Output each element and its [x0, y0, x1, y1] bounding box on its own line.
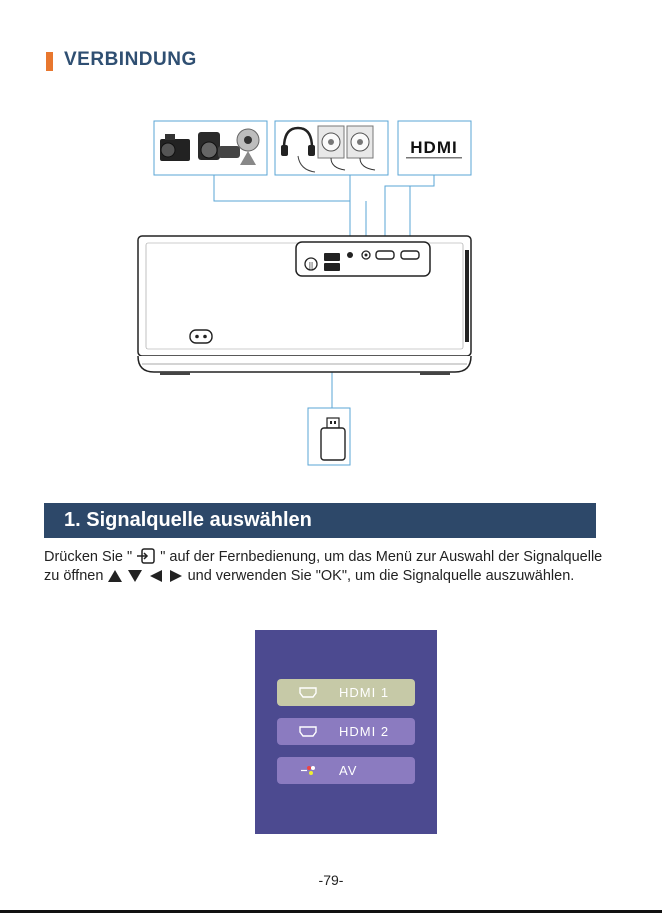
arrow-right-icon	[168, 569, 184, 583]
source-item-hdmi1[interactable]: HDMI 1	[277, 679, 415, 706]
source-label: HDMI 1	[339, 685, 389, 700]
hdmi-logo: HDMI	[398, 121, 471, 175]
arrow-up-icon	[107, 569, 123, 583]
arrow-down-icon	[127, 569, 143, 583]
section-title: 1. Signalquelle auswählen	[64, 509, 312, 532]
signal-source-menu: HDMI 1 HDMI 2 AV	[255, 630, 437, 834]
instruction-part-3: und verwenden Sie "OK", um die Signalque…	[188, 568, 575, 584]
usb-drive-icon	[308, 408, 350, 465]
hdmi-logo-text: HDMI	[410, 138, 457, 157]
source-item-av[interactable]: AV	[277, 757, 415, 784]
footer-line	[0, 910, 662, 913]
connection-diagram: HDMI ||	[0, 0, 662, 480]
arrow-left-icon	[148, 569, 164, 583]
hdmi-port-icon	[299, 726, 317, 737]
power-socket-icon	[190, 330, 212, 343]
instruction-part-1: Drücken Sie "	[44, 549, 132, 565]
source-item-hdmi2[interactable]: HDMI 2	[277, 718, 415, 745]
svg-text:||: ||	[309, 261, 313, 270]
instruction-text: Drücken Sie " " auf der Fernbedienung, u…	[44, 548, 604, 586]
page-number: -79-	[0, 872, 662, 888]
source-label: HDMI 2	[339, 724, 389, 739]
projector-body: ||	[138, 236, 471, 375]
source-label: AV	[339, 763, 357, 778]
input-source-icon	[136, 548, 156, 564]
camera-icon	[154, 121, 267, 175]
av-port-icon	[299, 765, 317, 776]
hdmi-port-icon	[299, 687, 317, 698]
